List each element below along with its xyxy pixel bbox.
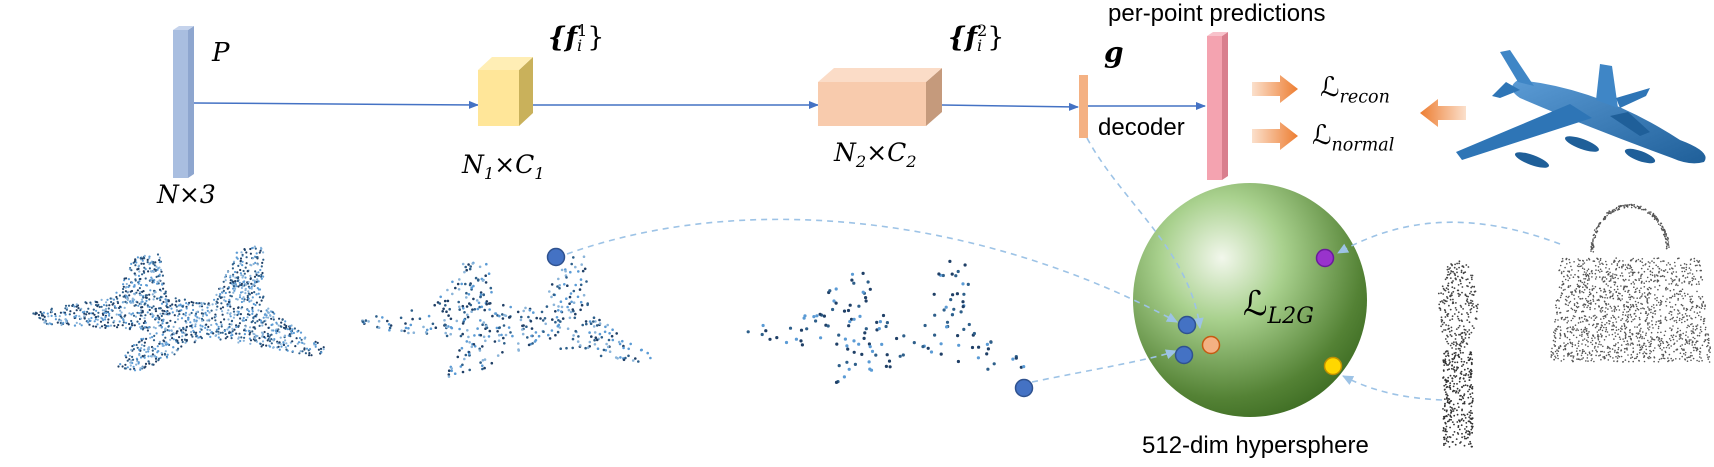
dashed-arrow-g-to-sphere [1086,137,1204,329]
feature-block-2 [818,68,942,126]
bag-point-cloud-icon [1550,203,1711,363]
input-p-label: P [212,38,230,68]
dashed-arrow-sparse-to-sphere [1031,349,1177,383]
global-feature-bar [1079,75,1088,138]
airplane-point-cloud-sparse [746,259,1026,384]
cup-point-cloud-icon [1437,260,1479,448]
sphere-dot-yellow [1323,356,1343,376]
hypersphere-caption: 512-dim hypersphere [1142,432,1369,459]
embedding-dot-medium [546,247,566,267]
sphere-dot-purple [1315,248,1335,268]
dashed-arrow-cup-to-sphere [1342,375,1443,401]
loss-arrow-normal [1252,122,1298,150]
global-feature-label: g [1104,36,1124,69]
airplane-mesh-icon [1456,50,1706,168]
sphere-dot-blue-2 [1174,345,1194,365]
flow-arrow-3 [941,102,1079,111]
loss-arrow-mesh [1420,99,1466,127]
feature-dims-2-label: N2×C2 [834,138,917,171]
dashed-arrow-bag-to-sphere [1337,221,1561,254]
feature-dims-1-label: N1×C1 [462,150,545,183]
input-point-bar [173,26,194,178]
decoder-label: decoder [1098,114,1185,141]
flow-arrow-1 [193,100,479,109]
sphere-dot-blue-1 [1177,315,1197,335]
loss-l2g-label: ℒL2G [1243,284,1314,329]
airplane-point-cloud-dense [32,245,325,372]
per-point-predictions-label: per-point predictions [1108,0,1326,27]
loss-normal-label: ℒnormal [1312,120,1395,156]
airplane-point-cloud-medium [361,255,652,378]
input-dims-label: N×3 [157,180,216,209]
loss-recon-label: ℒrecon [1320,72,1390,108]
loss-arrow-recon [1252,75,1298,103]
prediction-bar [1207,32,1228,180]
feature-block-1 [478,57,533,126]
sphere-dot-orange [1201,335,1221,355]
embedding-dot-sparse [1014,378,1034,398]
dashed-arrow-medium-to-sphere [566,218,1178,323]
